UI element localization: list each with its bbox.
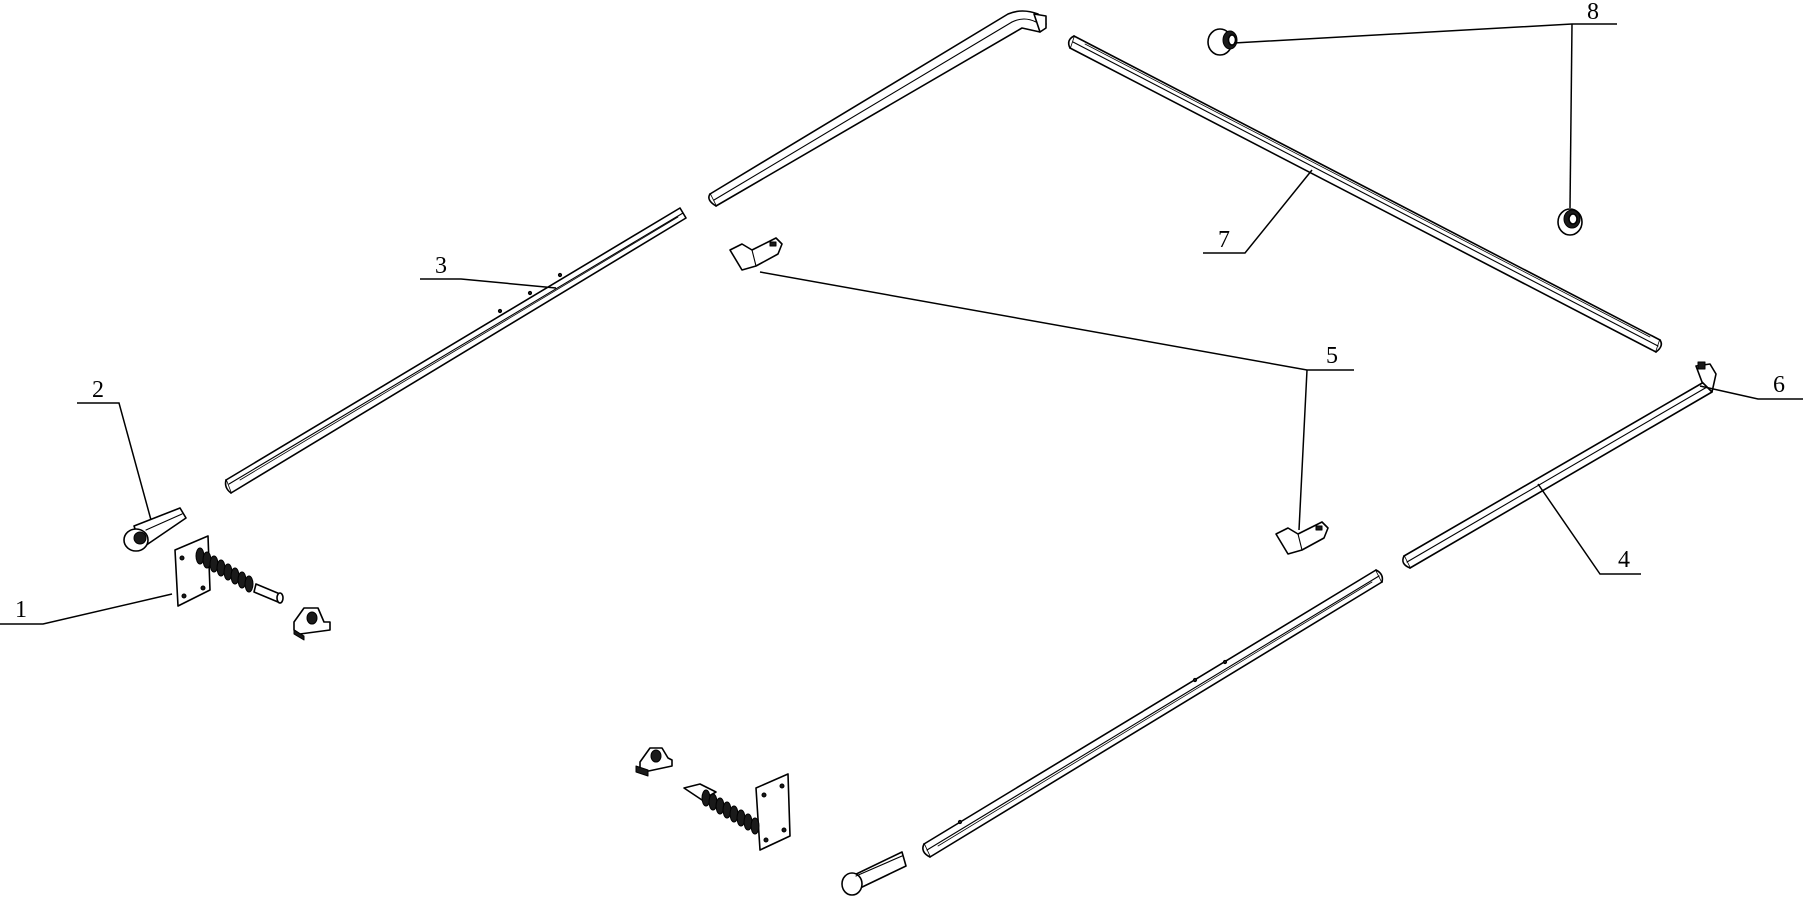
bracket-5-upper	[729, 237, 783, 271]
leader-3	[420, 278, 557, 289]
end-cap-2	[123, 507, 187, 552]
leader-5	[759, 271, 1354, 531]
callout-4: 4	[1618, 547, 1630, 573]
pillow-block-lower	[635, 747, 673, 777]
bushing-8-lower	[1557, 208, 1583, 236]
pillow-block-left	[293, 607, 331, 641]
callout-2: 2	[92, 377, 104, 403]
leader-8	[1233, 23, 1617, 209]
callout-5: 5	[1326, 343, 1338, 369]
upper-bent-rail	[708, 10, 1047, 207]
bushing-8-upper	[1207, 28, 1238, 56]
callout-3: 3	[435, 253, 447, 279]
spring-assembly-1	[174, 535, 284, 607]
bracket-5-lower	[1275, 521, 1329, 555]
end-cap-lower	[841, 851, 907, 896]
callout-1: 1	[15, 597, 27, 623]
leader-2	[77, 402, 152, 521]
callout-7: 7	[1218, 227, 1230, 253]
spring-assembly-lower	[683, 773, 791, 851]
rail-3	[224, 207, 687, 494]
lower-long-rail	[922, 569, 1384, 858]
rail-4	[1402, 361, 1717, 569]
leader-1	[0, 593, 173, 625]
leader-6	[1699, 385, 1803, 400]
leader-4	[1537, 483, 1641, 575]
leader-7	[1203, 169, 1313, 254]
rail-7	[1067, 35, 1663, 353]
callout-8: 8	[1587, 0, 1599, 25]
callout-6: 6	[1773, 372, 1785, 398]
